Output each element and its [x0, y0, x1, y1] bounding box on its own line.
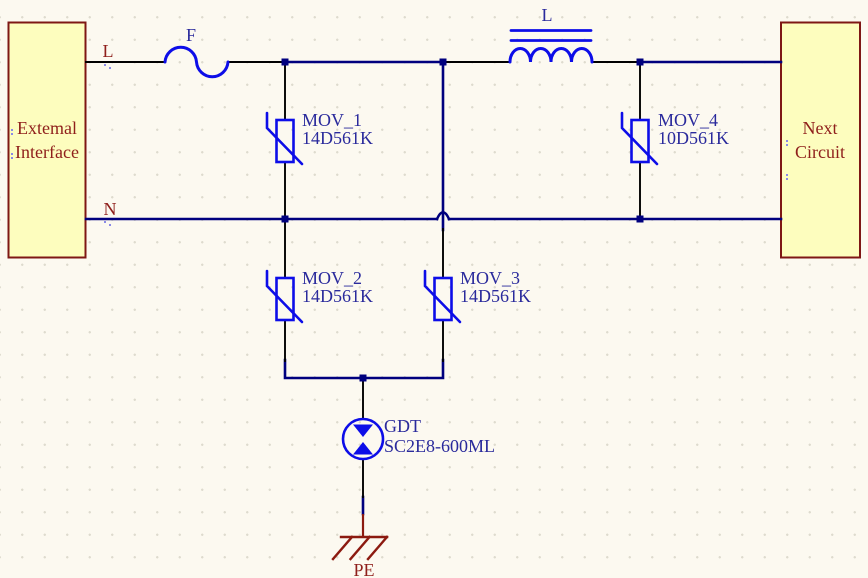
- ground-slash-3: [366, 535, 389, 561]
- selection-mark: [786, 178, 788, 180]
- varistor-body: [433, 276, 453, 322]
- selection-mark: [109, 224, 111, 226]
- mov3-varistor: MOV_3 14D561K: [423, 268, 531, 324]
- selection-mark: [786, 140, 788, 142]
- mov4-varistor: MOV_4 10D561K: [620, 110, 729, 166]
- mov1-part-label: 14D561K: [302, 128, 373, 148]
- varistor-diagonal: [620, 111, 659, 166]
- mov1-varistor: MOV_1 14D561K: [265, 110, 373, 166]
- mov4-designator-label: MOV_4: [658, 110, 718, 130]
- mov3-designator-label: MOV_3: [460, 268, 520, 288]
- junction-n-mov4: [636, 215, 644, 223]
- gdt-part-label: SC2E8-600ML: [384, 436, 495, 456]
- next-circuit-rect: [780, 21, 861, 259]
- selection-mark: [786, 144, 788, 146]
- mov4-part-label: 10D561K: [658, 128, 729, 148]
- next-circuit-label-line1: Next: [803, 118, 838, 138]
- fuse-designator-label: F: [186, 25, 196, 45]
- external-interface-rect: [7, 21, 87, 259]
- junction-l-mov4: [636, 58, 644, 66]
- mov2-varistor: MOV_2 14D561K: [265, 268, 373, 324]
- gdt-designator-label: GDT: [384, 416, 421, 436]
- inductor-coil: [508, 47, 594, 64]
- neutral-net-label: N: [104, 199, 117, 219]
- selection-mark: [104, 221, 106, 223]
- gdt-triangle-up: [353, 442, 373, 455]
- junction-l-mov3: [439, 58, 447, 66]
- selection-mark: [786, 174, 788, 176]
- ground-slash-1: [331, 535, 354, 561]
- varistor-diagonal: [265, 269, 304, 324]
- selection-mark: [11, 129, 13, 131]
- selection-mark: [11, 157, 13, 159]
- junction-dots: [281, 58, 644, 382]
- pe-net-label: PE: [353, 560, 374, 578]
- gdt-circle: [341, 417, 385, 461]
- mov3-part-label: 14D561K: [460, 286, 531, 306]
- varistor-body: [275, 118, 295, 164]
- junction-earth-rail-gdt: [359, 374, 367, 382]
- next-circuit-label-line2: Circuit: [795, 142, 845, 162]
- varistor-diagonal: [423, 269, 462, 324]
- selection-mark: [11, 133, 13, 135]
- inductor-symbol: L: [508, 5, 594, 64]
- selection-mark: [104, 64, 106, 66]
- varistor-body: [275, 276, 295, 322]
- external-interface-label-line2: Interface: [15, 142, 79, 162]
- ground-slash-2: [348, 535, 372, 561]
- gdt-symbol: GDT SC2E8-600ML: [341, 416, 495, 461]
- mov2-part-label: 14D561K: [302, 286, 373, 306]
- fuse-symbol: F: [104, 25, 230, 79]
- line-net-label: L: [103, 41, 114, 61]
- ground-symbol: PE: [331, 514, 389, 578]
- next-circuit-box: Next Circuit: [780, 21, 861, 259]
- junction-l-mov1: [281, 58, 289, 66]
- varistor-body: [630, 118, 650, 164]
- external-interface-label-line1: Extemal: [17, 118, 77, 138]
- selection-mark: [11, 153, 13, 155]
- fuse-s-curve: [163, 45, 230, 79]
- external-interface-box: Extemal Interface: [7, 21, 87, 259]
- selection-mark: [109, 67, 111, 69]
- mov1-designator-label: MOV_1: [302, 110, 362, 130]
- net-labels: L N: [103, 41, 117, 226]
- mov2-designator-label: MOV_2: [302, 268, 362, 288]
- junction-n-mov1-mov2: [281, 215, 289, 223]
- gdt-triangle-down: [353, 424, 373, 437]
- inductor-designator-label: L: [542, 5, 553, 25]
- component-pins: [85, 61, 641, 498]
- varistor-diagonal: [265, 111, 304, 166]
